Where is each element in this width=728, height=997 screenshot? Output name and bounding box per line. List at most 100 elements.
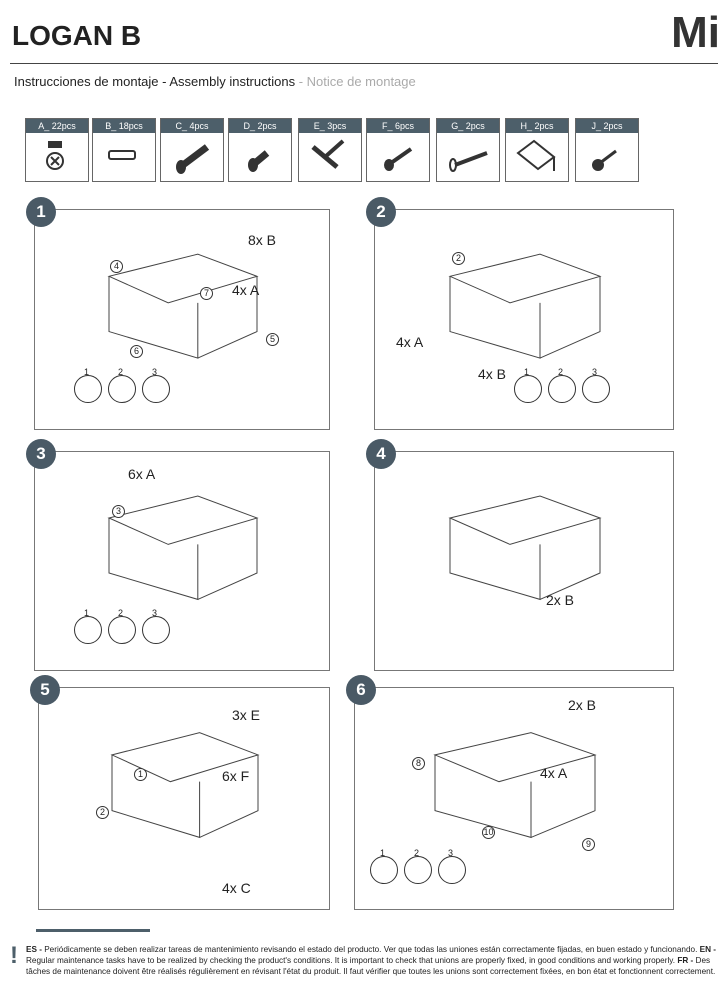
part-label: H_ 2pcs xyxy=(506,119,568,133)
tool-detail-circle xyxy=(142,616,170,644)
hardware-callout: 4x A xyxy=(540,765,568,781)
hardware-callout: 4x A xyxy=(396,334,424,350)
part-label: J_ 2pcs xyxy=(576,119,638,133)
fr-text: Des tâches de maintenance doivent être r… xyxy=(26,956,716,976)
bolt-icon xyxy=(176,144,210,174)
assembly-diagram xyxy=(107,253,259,359)
part-label: E_ 3pcs xyxy=(299,119,361,133)
tool-step-label: 2 xyxy=(414,848,420,858)
header-divider xyxy=(10,63,718,64)
tool-step-label: 2 xyxy=(118,367,124,377)
part-label: B_ 18pcs xyxy=(93,119,155,133)
tool-detail-circle xyxy=(74,375,102,403)
hardware-callout: 8x B xyxy=(248,232,277,248)
assembly-diagram xyxy=(448,495,602,601)
tool-detail-circle xyxy=(108,375,136,403)
step-number-badge: 1 xyxy=(26,197,56,227)
tool-step-label: 2 xyxy=(558,367,564,377)
hardware-callout: 6x A xyxy=(128,466,156,482)
tool-step-label: 2 xyxy=(118,608,124,618)
part-label: D_ 2pcs xyxy=(229,119,291,133)
tool-step-label: 3 xyxy=(592,367,598,377)
tool-step-label: 3 xyxy=(152,367,158,377)
tool-step-label: 1 xyxy=(84,367,90,377)
part-number: 9 xyxy=(582,838,595,851)
part-number: 7 xyxy=(200,287,213,300)
part-label: G_ 2pcs xyxy=(437,119,499,133)
maintenance-note: ES - Periódicamente se deben realizar ta… xyxy=(26,944,716,977)
part-f: F_ 6pcs xyxy=(366,118,430,182)
product-title: LOGAN B xyxy=(12,20,142,51)
fr-tag: FR - xyxy=(677,956,696,965)
long-screw-icon xyxy=(449,151,488,172)
part-c: C_ 4pcs xyxy=(160,118,224,182)
step-number-badge: 6 xyxy=(346,675,376,705)
hardware-callout: 4x B xyxy=(478,366,507,382)
step-number-badge: 4 xyxy=(366,439,396,469)
assembly-diagram xyxy=(448,253,602,359)
tool-detail-circle xyxy=(404,856,432,884)
part-number: 8 xyxy=(412,757,425,770)
part-number: 3 xyxy=(112,505,125,518)
tool-step-label: 3 xyxy=(448,848,454,858)
hardware-callout: 4x A xyxy=(232,282,260,298)
brand-logo: Mi xyxy=(671,8,720,57)
warning-icon: ! xyxy=(10,942,18,969)
part-label: A_ 22pcs xyxy=(26,119,88,133)
connector-icon xyxy=(311,139,345,169)
assembly-diagram xyxy=(433,732,597,839)
en-text: Regular maintenance tasks have to be rea… xyxy=(26,956,678,965)
step-6-panel xyxy=(354,687,674,910)
short-bolt-icon xyxy=(248,150,270,172)
tool-detail-circle xyxy=(108,616,136,644)
step-5-panel xyxy=(38,687,330,910)
small-screw-icon xyxy=(592,149,617,171)
part-number: 5 xyxy=(266,333,279,346)
assembly-diagram xyxy=(107,495,259,601)
part-number: 1 xyxy=(134,768,147,781)
assembly-diagram xyxy=(110,732,260,839)
part-b: B_ 18pcs xyxy=(92,118,156,182)
hardware-callout: 3x E xyxy=(232,707,261,723)
tool-step-label: 1 xyxy=(524,367,530,377)
cam-lock-icon xyxy=(46,141,64,170)
step-number-badge: 3 xyxy=(26,439,56,469)
part-number: 2 xyxy=(96,806,109,819)
subtitle-es: Instrucciones de montaje xyxy=(14,74,159,89)
step-number-badge: 2 xyxy=(366,197,396,227)
tool-detail-circle xyxy=(514,375,542,403)
part-label: C_ 4pcs xyxy=(161,119,223,133)
screw-icon xyxy=(384,147,413,171)
part-g: G_ 2pcs xyxy=(436,118,500,182)
part-number: 10 xyxy=(482,826,495,839)
tool-detail-circle xyxy=(370,856,398,884)
tool-detail-circle xyxy=(74,616,102,644)
tool-detail-circle xyxy=(438,856,466,884)
dowel-icon xyxy=(108,150,136,160)
es-text: Periódicamente se deben realizar tareas … xyxy=(44,945,700,954)
subtitle-en: - Assembly instructions xyxy=(158,74,299,89)
part-a: A_ 22pcs xyxy=(25,118,89,182)
footer-divider xyxy=(36,929,150,932)
tool-step-label: 1 xyxy=(84,608,90,618)
part-number: 6 xyxy=(130,345,143,358)
part-h: H_ 2pcs xyxy=(505,118,569,182)
hardware-callout: 2x B xyxy=(568,697,597,713)
part-label: F_ 6pcs xyxy=(367,119,429,133)
tool-detail-circle xyxy=(548,375,576,403)
tool-step-label: 3 xyxy=(152,608,158,618)
part-number: 4 xyxy=(110,260,123,273)
part-number: 2 xyxy=(452,252,465,265)
tool-step-label: 1 xyxy=(380,848,386,858)
bracket-icon xyxy=(516,139,556,171)
tool-detail-circle xyxy=(582,375,610,403)
step-number-badge: 5 xyxy=(30,675,60,705)
en-tag: EN - xyxy=(699,945,716,954)
hardware-callout: 2x B xyxy=(546,592,575,608)
part-j: J_ 2pcs xyxy=(575,118,639,182)
hardware-callout: 6x F xyxy=(222,768,250,784)
subtitle-fr: - Notice de montage xyxy=(298,74,416,89)
es-tag: ES - xyxy=(26,945,45,954)
hardware-callout: 4x C xyxy=(222,880,251,896)
part-d: D_ 2pcs xyxy=(228,118,292,182)
